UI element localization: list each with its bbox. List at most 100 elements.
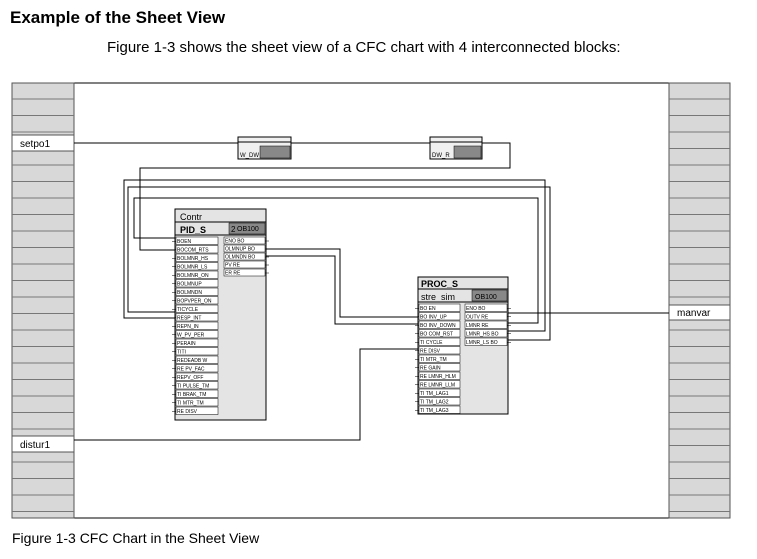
sheet-frame bbox=[11, 82, 731, 519]
block-contr-name: Contr bbox=[180, 212, 202, 222]
contr-input-pin-label: TICYCLE bbox=[177, 307, 199, 313]
contr-input-pin-13[interactable]: PERAIN bbox=[172, 338, 219, 347]
contr-input-pin-label: REPV_OFF bbox=[177, 375, 203, 381]
proc-output-pin-label: OUTV RE bbox=[466, 315, 489, 321]
contr-output-pin-2[interactable]: OLMNUP BO bbox=[223, 244, 269, 253]
proc-input-pin-6[interactable]: RE DISV bbox=[415, 346, 461, 355]
block-contr[interactable]: Contr PID_S 2 OB100 BOEN BOCOM_RTS BOLMNR_… bbox=[172, 208, 269, 421]
connections bbox=[74, 142, 669, 441]
proc-input-pin-label: RE DISV bbox=[420, 349, 441, 355]
block-contr-type: PID_S bbox=[180, 225, 206, 235]
contr-input-pin-label: RESP_INT bbox=[177, 316, 201, 322]
block-proc-name: PROC_S bbox=[421, 279, 458, 289]
proc-input-pin-label: RE LMNR_HLM bbox=[420, 374, 456, 380]
conn-dwr-feedback bbox=[139, 142, 511, 251]
left-label-setpoint: setpo1 bbox=[20, 139, 50, 150]
contr-output-pin-label: OLMNUP BO bbox=[225, 247, 255, 253]
conn-lmnr-feedback bbox=[133, 197, 539, 324]
proc-input-pin-10[interactable]: RE LMNR_LLM bbox=[415, 380, 461, 389]
proc-input-pin-3[interactable]: BO INV_DOWN bbox=[415, 320, 461, 329]
proc-input-pin-7[interactable]: TI MTR_TM bbox=[415, 354, 461, 363]
block-proc-task: OB100 bbox=[475, 294, 497, 301]
contr-output-pin-4[interactable]: PV RE bbox=[223, 260, 269, 269]
conn-disturbance bbox=[74, 348, 418, 441]
proc-input-pin-label: BO COM_RST bbox=[420, 332, 453, 338]
proc-input-pin-13[interactable]: TI TM_LAG3 bbox=[415, 405, 461, 414]
contr-input-pin-17[interactable]: REPV_OFF bbox=[172, 372, 219, 381]
page-heading: Example of the Sheet View bbox=[10, 8, 226, 27]
contr-input-pin-19[interactable]: TI BRAK_TM bbox=[172, 389, 219, 398]
proc-output-pin-label: LMNR_HS BO bbox=[466, 332, 499, 338]
contr-input-pin-4[interactable]: BOLMNR_LS bbox=[172, 262, 219, 271]
left-label-disturbance: distur1 bbox=[20, 440, 50, 451]
proc-input-pin-1[interactable]: BO EN bbox=[415, 303, 461, 312]
contr-output-pin-label: ER RE bbox=[225, 271, 241, 277]
proc-input-pin-label: BO INV_UP bbox=[420, 315, 447, 321]
block-w-dw[interactable]: W_DW bbox=[237, 136, 292, 160]
proc-input-pin-label: BO INV_DOWN bbox=[420, 323, 456, 329]
left-slot-disturbance[interactable] bbox=[11, 435, 75, 453]
contr-output-pin-3[interactable]: OLMNDN BO bbox=[223, 252, 269, 261]
contr-input-pin-label: BOLMNDN bbox=[177, 290, 202, 296]
proc-input-pin-label: TI MTR_TM bbox=[420, 357, 447, 363]
conn-outv-feedback bbox=[123, 179, 546, 332]
contr-input-pin-9[interactable]: TICYCLE bbox=[172, 304, 219, 313]
proc-input-pin-11[interactable]: TI TM_LAG1 bbox=[415, 388, 461, 397]
contr-input-pin-20[interactable]: TI MTR_TM bbox=[172, 398, 219, 407]
contr-input-pin-label: BOLMNUP bbox=[177, 282, 202, 288]
contr-input-pin-11[interactable]: REPN_IN bbox=[172, 321, 219, 330]
contr-input-pin-7[interactable]: BOLMNDN bbox=[172, 287, 219, 296]
proc-input-pin-12[interactable]: TI TM_LAG2 bbox=[415, 397, 461, 406]
block-contr-task: OB100 bbox=[237, 226, 259, 233]
proc-output-pin-4[interactable]: LMNR_HS BO bbox=[464, 329, 511, 338]
contr-input-pin-5[interactable]: BOLMNR_ON bbox=[172, 270, 219, 279]
contr-input-pin-15[interactable]: REDEADB W bbox=[172, 355, 219, 364]
contr-input-pin-6[interactable]: BOLMNUP bbox=[172, 279, 219, 288]
proc-input-pin-5[interactable]: TI CYCLE bbox=[415, 337, 461, 346]
proc-output-pin-label: LMNR_LS BO bbox=[466, 340, 498, 346]
conn-lmnup bbox=[266, 248, 418, 318]
contr-input-pin-8[interactable]: BOPVPER_ON bbox=[172, 296, 219, 305]
figure-caption: Figure 1-3 CFC Chart in the Sheet View bbox=[12, 530, 260, 546]
proc-input-pin-label: TI CYCLE bbox=[420, 340, 443, 346]
contr-input-pin-3[interactable]: BOLMNR_HS bbox=[172, 253, 219, 262]
proc-input-pin-4[interactable]: BO COM_RST bbox=[415, 329, 461, 338]
proc-input-pin-8[interactable]: RE GAIN bbox=[415, 363, 461, 372]
block-contr-task-box bbox=[228, 222, 266, 235]
block-w-dw-name: W_DW bbox=[240, 153, 259, 159]
contr-input-pin-1[interactable]: BOEN bbox=[172, 236, 219, 245]
contr-input-pin-label: BOLMNR_HS bbox=[177, 256, 209, 262]
contr-output-pin-label: ENO BO bbox=[225, 239, 245, 245]
contr-input-pin-label: W_PV_PER bbox=[177, 333, 205, 339]
contr-input-pin-14[interactable]: TITI bbox=[172, 347, 219, 356]
contr-input-pin-label: BOCOM_RTS bbox=[177, 248, 209, 254]
contr-input-pin-21[interactable]: RE DISV bbox=[172, 406, 219, 415]
proc-output-pin-3[interactable]: LMNR RE bbox=[464, 320, 511, 329]
contr-output-pin-1[interactable]: ENO BO bbox=[223, 236, 269, 245]
proc-output-pin-2[interactable]: OUTV RE bbox=[464, 312, 511, 321]
left-margin-bar: setpo1 distur1 bbox=[11, 82, 75, 519]
proc-input-pin-9[interactable]: RE LMNR_HLM bbox=[415, 371, 461, 380]
intro-text: Figure 1-3 shows the sheet view of a CFC… bbox=[107, 39, 621, 56]
proc-input-pin-2[interactable]: BO INV_UP bbox=[415, 312, 461, 321]
contr-input-pin-16[interactable]: RE PV_FAC bbox=[172, 364, 219, 373]
block-dw-r-name: DW_R bbox=[432, 153, 450, 159]
proc-input-pin-label: TI TM_LAG2 bbox=[420, 400, 449, 406]
proc-input-pin-label: BO EN bbox=[420, 306, 436, 312]
contr-input-pin-label: RE PV_FAC bbox=[177, 367, 205, 373]
conn-lmndn bbox=[266, 255, 418, 325]
contr-input-pin-2[interactable]: BOCOM_RTS bbox=[172, 245, 219, 254]
proc-output-pin-5[interactable]: LMNR_LS BO bbox=[464, 337, 511, 346]
block-proc-task-box bbox=[471, 289, 508, 302]
proc-output-pin-label: ENO BO bbox=[466, 306, 486, 312]
contr-input-pin-10[interactable]: RESP_INT bbox=[172, 313, 219, 322]
block-dw-r[interactable]: DW_R bbox=[429, 136, 483, 160]
proc-output-pin-1[interactable]: ENO BO bbox=[464, 303, 511, 312]
contr-output-pin-5[interactable]: ER RE bbox=[223, 268, 269, 277]
contr-input-pin-18[interactable]: TI PULSE_TM bbox=[172, 381, 219, 390]
contr-input-pin-12[interactable]: W_PV_PER bbox=[172, 330, 219, 339]
block-contr-num: 2 bbox=[231, 225, 236, 234]
contr-input-pin-label: PERAIN bbox=[177, 341, 196, 347]
